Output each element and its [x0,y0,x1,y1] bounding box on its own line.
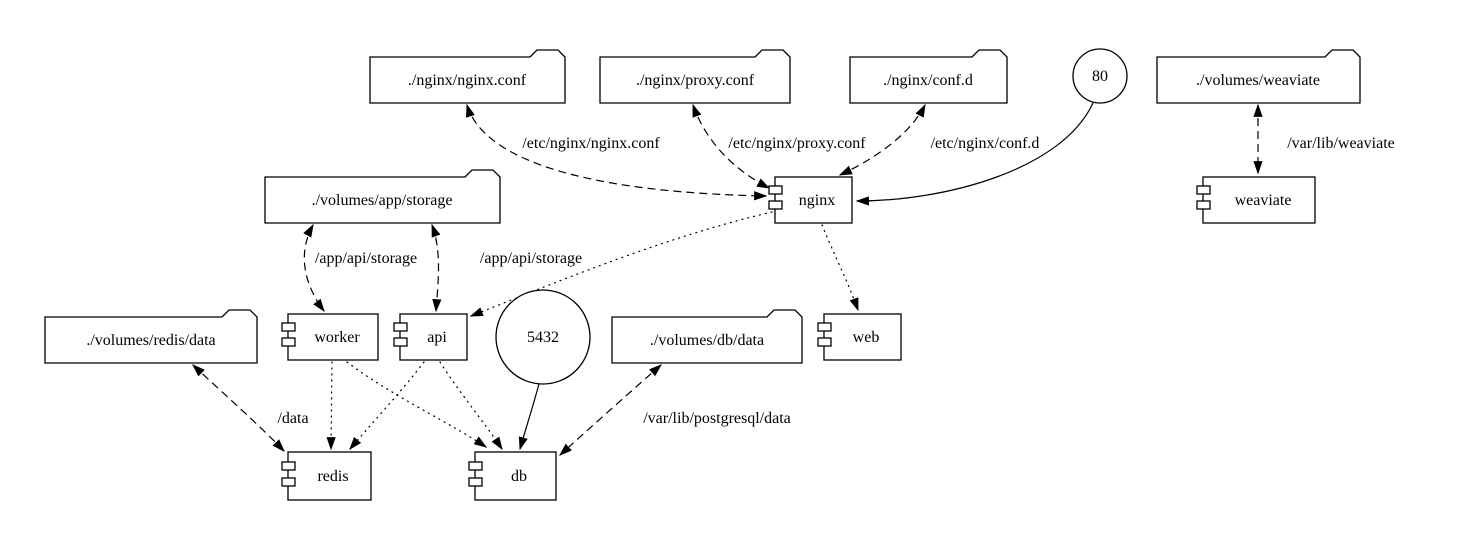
component-body [474,451,557,501]
node-label: ./nginx/proxy.conf [636,72,755,89]
edge-label-proxy-conf: /etc/nginx/proxy.conf [728,135,866,152]
edge-worker-redis [326,361,336,451]
node-label: api [427,329,447,346]
node-label: db [511,468,527,485]
node-component-nginx: nginx [768,176,853,224]
edge-label-nginx-conf: /etc/nginx/nginx.conf [522,135,660,152]
component-body [774,176,853,224]
component-body [287,451,372,501]
node-label: ./volumes/weaviate [1196,72,1320,89]
edge-port80-nginx [855,102,1094,206]
node-port-5432: 5432 [495,289,591,385]
node-label: ./nginx/conf.d [883,72,973,89]
edge-app-storage-api [431,223,442,313]
edge-redis-data-redis [192,364,285,452]
edge-db-data-db [559,364,662,456]
component-body [287,313,379,361]
port-circle-icon [1072,48,1128,104]
node-label: ./nginx/nginx.conf [408,72,527,89]
port-circle-icon [495,289,591,385]
node-label: ./volumes/app/storage [312,192,453,209]
node-folder-volumes-db-data: ./volumes/db/data [611,309,803,364]
component-tab-icon [393,322,408,332]
edge-label-storage-api: /app/api/storage [480,250,582,267]
folder-icon [1156,49,1361,104]
component-tab-icon [468,477,483,487]
component-body [399,313,468,361]
node-label: web [853,329,880,346]
node-layer: ./nginx/nginx.conf ./nginx/proxy.conf ./… [44,48,1361,501]
edge-app-storage-worker [303,223,325,313]
edge-label-conf-d: /etc/nginx/conf.d [931,135,1040,152]
node-component-web: web [817,313,902,361]
edge-nginx-web [821,224,859,312]
node-label: redis [317,468,348,485]
node-label: nginx [799,192,835,209]
node-component-worker: worker [281,313,379,361]
node-folder-volumes-app-storage: ./volumes/app/storage [264,169,501,224]
edge-conf-d-nginx [838,103,926,176]
component-tab-icon [281,461,296,471]
edge-port5432-db [518,383,540,451]
component-tab-icon [817,337,832,347]
component-tab-icon [817,322,832,332]
edge-api-redis [349,361,425,451]
folder-icon [369,49,566,104]
folder-icon [264,169,501,224]
node-folder-conf-d: ./nginx/conf.d [849,49,1008,104]
component-tab-icon [281,337,296,347]
edge-proxy-conf-nginx [692,103,771,189]
edge-layer [192,102,1263,456]
node-component-redis: redis [281,451,372,501]
node-label: weaviate [1235,192,1292,209]
folder-icon [849,49,1008,104]
node-label: 5432 [527,329,559,346]
folder-icon [44,309,258,364]
edge-nginx-conf-nginx [466,103,768,201]
edge-label-layer: /etc/nginx/nginx.conf /etc/nginx/proxy.c… [277,135,1394,427]
node-label: worker [314,329,360,346]
component-tab-icon [281,477,296,487]
edge-label-weaviate: /var/lib/weaviate [1287,135,1395,152]
node-folder-volumes-redis-data: ./volumes/redis/data [44,309,258,364]
component-body [1202,176,1316,224]
edge-label-redis-data: /data [277,410,308,427]
folder-icon [599,49,791,104]
node-component-db: db [468,451,557,501]
node-port-80: 80 [1072,48,1128,104]
edge-label-db-data: /var/lib/postgresql/data [643,410,791,427]
node-component-weaviate: weaviate [1196,176,1316,224]
component-tab-icon [468,461,483,471]
node-label: ./volumes/db/data [650,332,764,349]
edge-worker-db [346,361,488,448]
component-body [823,313,902,361]
folder-icon [611,309,803,364]
component-tab-icon [1196,185,1211,195]
node-label: ./volumes/redis/data [86,332,215,349]
edge-api-db [439,361,503,451]
node-folder-volumes-weaviate: ./volumes/weaviate [1156,49,1361,104]
component-tab-icon [768,200,783,210]
node-folder-proxy-conf: ./nginx/proxy.conf [599,49,791,104]
node-label: 80 [1092,68,1108,85]
component-tab-icon [768,185,783,195]
node-component-api: api [393,313,468,361]
component-tab-icon [281,322,296,332]
component-tab-icon [1196,200,1211,210]
edge-label-storage-worker: /app/api/storage [315,250,417,267]
component-tab-icon [393,337,408,347]
node-folder-nginx-conf: ./nginx/nginx.conf [369,49,566,104]
